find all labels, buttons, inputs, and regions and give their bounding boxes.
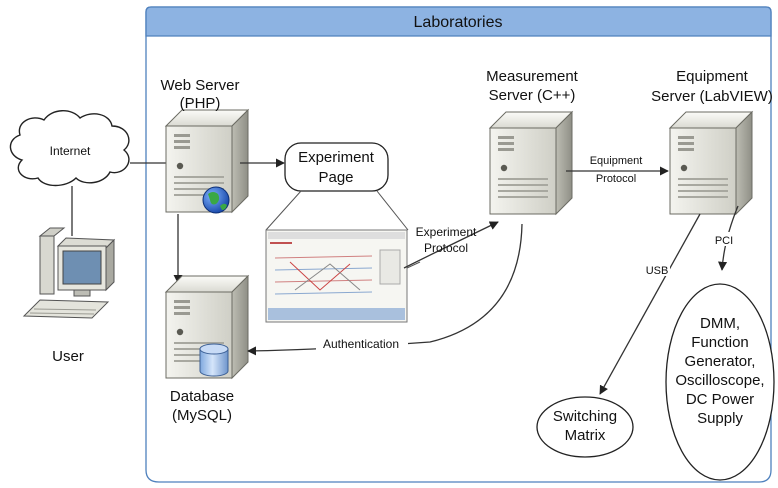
equipment-protocol-label-1: Equipment [590, 155, 643, 167]
web-server-icon [165, 109, 249, 214]
panel-title: Laboratories [414, 14, 503, 31]
experiment-protocol-label-1: Experiment [416, 225, 477, 239]
instruments-line-5: DC Power [686, 391, 754, 408]
experiment-page-box[interactable]: Experiment Page [284, 142, 389, 192]
web-server-title: Web Server [161, 77, 240, 94]
internet-cloud: Internet [9, 110, 130, 187]
experiment-protocol-arrow [403, 221, 499, 269]
usb-arrow [599, 213, 701, 395]
experiment-protocol-label-2: Protocol [424, 241, 468, 255]
authentication-label: Authentication [323, 337, 399, 351]
database-title: Database [170, 388, 234, 405]
measurement-server-subtitle: Server (C++) [489, 87, 576, 104]
equipment-server-icon [669, 111, 753, 215]
equipment-server-subtitle: Server (LabVIEW) [651, 88, 773, 105]
instruments-line-1: DMM, [700, 315, 740, 332]
equipment-server-title: Equipment [676, 68, 749, 85]
equipment-protocol-label-2: Protocol [596, 173, 636, 185]
measurement-server-icon [489, 111, 573, 215]
instruments-line-2: Function [691, 334, 749, 351]
instruments-line-3: Generator, [685, 353, 756, 370]
user-label: User [52, 348, 84, 365]
authentication-arrow [247, 223, 523, 356]
instruments-line-6: Supply [697, 410, 743, 427]
database-subtitle: (MySQL) [172, 407, 232, 424]
switching-matrix-subtitle: Matrix [565, 427, 606, 444]
database-server-icon [165, 275, 249, 379]
switching-matrix-node[interactable]: Switching Matrix [536, 396, 634, 458]
experiment-page-title: Experiment [298, 149, 375, 166]
user-computer-icon: User [22, 186, 116, 365]
experiment-page-subtitle: Page [318, 169, 353, 186]
internet-label: Internet [50, 144, 91, 158]
instruments-line-4: Oscilloscope, [675, 372, 764, 389]
measurement-server-title: Measurement [486, 68, 579, 85]
laboratories-panel: Laboratories [145, 6, 772, 483]
switching-matrix-title: Switching [553, 408, 617, 425]
pci-label: PCI [715, 235, 733, 247]
instruments-node[interactable]: DMM, Function Generator, Oscilloscope, D… [665, 283, 775, 481]
experiment-page-screenshot [265, 229, 408, 323]
web-server-subtitle: (PHP) [180, 95, 221, 112]
usb-label: USB [646, 265, 669, 277]
